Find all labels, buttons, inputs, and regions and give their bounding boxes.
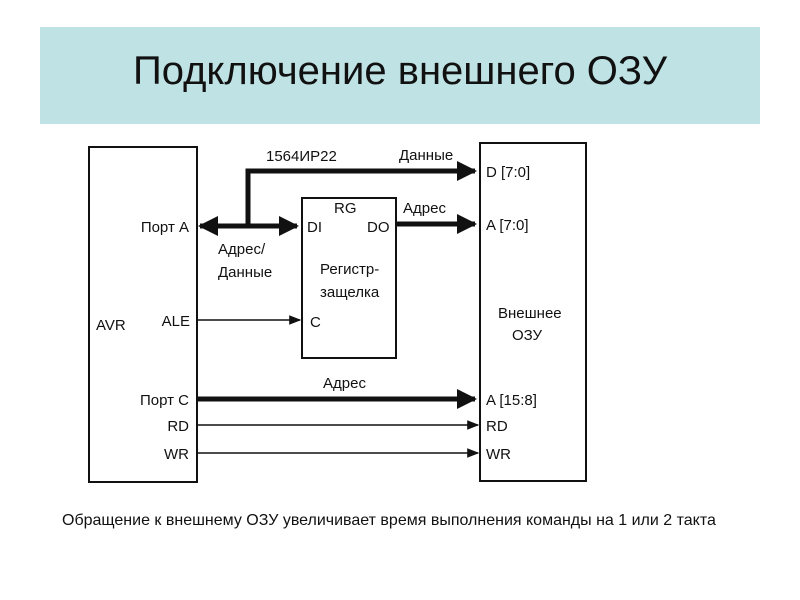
external-ram-block [479, 142, 587, 482]
d70-label: D [7:0] [486, 164, 530, 181]
rg-label: RG [334, 200, 357, 217]
avr-wr-label: WR [164, 446, 189, 463]
address-bottom-label: Адрес [323, 375, 366, 392]
register-latch-block [301, 197, 397, 359]
a158-label: A [15:8] [486, 392, 537, 409]
avr-rd-label: RD [167, 418, 189, 435]
address-top-label: Адрес [403, 200, 446, 217]
port-a-label: Порт А [141, 219, 189, 236]
title-bar: Подключение внешнего ОЗУ [40, 27, 760, 124]
ram-wr-label: WR [486, 446, 511, 463]
ram-rd-label: RD [486, 418, 508, 435]
a70-label: A [7:0] [486, 217, 529, 234]
note-text: Обращение к внешнему ОЗУ увеличивает вре… [62, 512, 716, 529]
avr-name-label: AVR [96, 317, 126, 334]
ram-name-line2: ОЗУ [512, 327, 543, 344]
data-bus [245, 161, 477, 226]
avr-block [88, 146, 198, 483]
address-data-label-line1: Адрес/ [218, 241, 266, 258]
ram-name-line1: Внешнее [498, 305, 562, 322]
port-c-label: Порт С [140, 392, 189, 409]
di-label: DI [307, 219, 322, 236]
address-data-label-line2: Данные [218, 264, 272, 281]
register-name-line2: защелка [320, 284, 380, 301]
chip-label: 1564ИР22 [266, 148, 337, 165]
c-label: C [310, 314, 321, 331]
data-label: Данные [399, 147, 453, 164]
page-title: Подключение внешнего ОЗУ [132, 49, 668, 93]
register-name-line1: Регистр- [320, 261, 379, 278]
do-label: DO [367, 219, 390, 236]
ale-label: ALE [162, 313, 190, 330]
